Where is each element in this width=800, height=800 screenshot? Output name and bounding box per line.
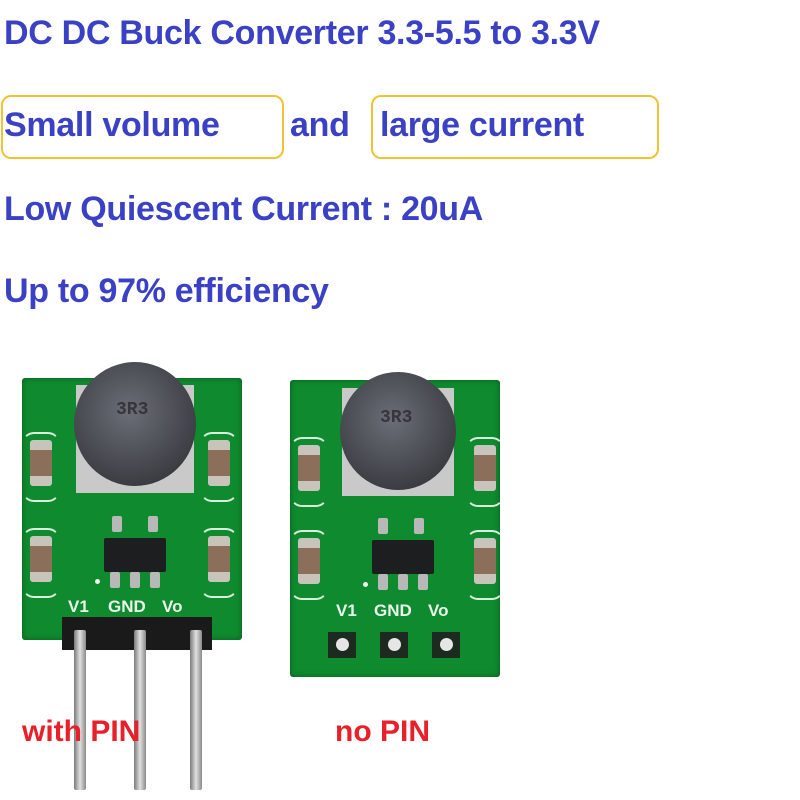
feature-quiescent-current: Low Quiescent Current : 20uA xyxy=(4,190,484,228)
capacitor xyxy=(30,536,52,582)
feature-and: and xyxy=(290,106,350,144)
inductor xyxy=(340,372,456,490)
via-hole xyxy=(388,638,401,651)
regulator-chip xyxy=(104,538,166,572)
capacitor-outline xyxy=(200,528,238,598)
capacitor xyxy=(474,538,496,584)
chip-pad xyxy=(110,572,120,588)
inductor-marking: 3R3 xyxy=(116,400,149,420)
solder-pad-vin xyxy=(328,632,356,658)
pin1-dot xyxy=(95,579,100,584)
chip-pad xyxy=(418,574,428,590)
chip-pad xyxy=(414,518,424,534)
silk-vin: V1 xyxy=(68,597,89,616)
solder-pad-vout xyxy=(432,632,460,658)
capacitor-outline xyxy=(22,528,60,598)
label-no-pin: no PIN xyxy=(335,715,430,748)
capacitor xyxy=(298,538,320,584)
header-pin-vout xyxy=(190,630,202,790)
capacitor-outline xyxy=(466,437,504,507)
via-hole xyxy=(336,638,349,651)
capacitor xyxy=(298,445,320,491)
title-headline: DC DC Buck Converter 3.3-5.5 to 3.3V xyxy=(4,14,600,52)
inductor-marking: 3R3 xyxy=(380,408,413,428)
chip-pad xyxy=(130,572,140,588)
feature-large-current: large current xyxy=(380,106,584,144)
chip-pad xyxy=(378,518,388,534)
feature-efficiency: Up to 97% efficiency xyxy=(4,272,329,310)
silk-vin: V1 xyxy=(336,601,357,620)
highlight-box-small-volume xyxy=(1,95,284,159)
capacitor-outline xyxy=(200,432,238,502)
capacitor-outline xyxy=(290,530,328,600)
feature-small-volume: Small volume xyxy=(4,106,220,144)
capacitor xyxy=(474,445,496,491)
header-pin-gnd xyxy=(134,630,146,790)
header-pin-vin xyxy=(74,630,86,790)
silk-gnd: GND xyxy=(108,597,146,616)
inductor xyxy=(74,362,196,486)
chip-pad xyxy=(148,516,158,532)
silk-gnd: GND xyxy=(374,601,412,620)
capacitor-outline xyxy=(290,437,328,507)
via-hole xyxy=(440,638,453,651)
capacitor xyxy=(208,440,230,486)
silk-vout: Vo xyxy=(162,597,183,616)
highlight-box-large-current xyxy=(371,95,659,159)
capacitor xyxy=(208,536,230,582)
capacitor-outline xyxy=(22,432,60,502)
chip-pad xyxy=(378,574,388,590)
capacitor-outline xyxy=(466,530,504,600)
label-with-pin: with PIN xyxy=(22,715,141,748)
chip-pad xyxy=(112,516,122,532)
chip-pad xyxy=(150,572,160,588)
pin1-dot xyxy=(363,582,368,587)
regulator-chip xyxy=(372,540,434,574)
capacitor xyxy=(30,440,52,486)
chip-pad xyxy=(398,574,408,590)
silk-vout: Vo xyxy=(428,601,449,620)
solder-pad-gnd xyxy=(380,632,408,658)
